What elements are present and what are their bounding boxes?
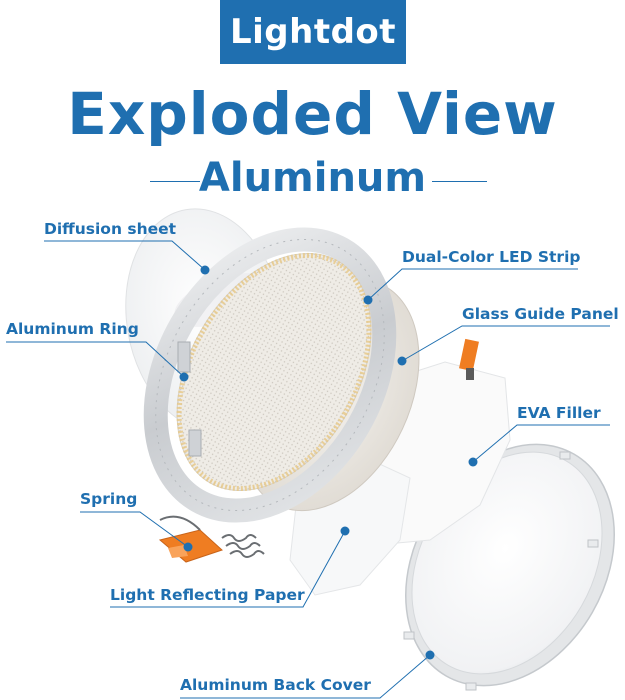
label-eva-filler: EVA Filler xyxy=(517,404,601,422)
subtitle-rule-right xyxy=(432,181,487,182)
dot-aluminum-back-cover xyxy=(425,650,435,660)
leader-diffusion-sheet xyxy=(44,240,206,271)
leader-glass-guide-panel xyxy=(401,325,610,362)
leader-spring xyxy=(80,511,189,548)
leader-aluminum-back-cover xyxy=(180,654,431,699)
label-aluminum-ring: Aluminum Ring xyxy=(6,320,139,338)
label-spring: Spring xyxy=(80,490,138,508)
label-aluminum-back-cover: Aluminum Back Cover xyxy=(180,676,371,694)
leader-eva-filler xyxy=(472,424,610,463)
label-glass-guide-panel: Glass Guide Panel xyxy=(462,305,619,323)
leader-light-reflecting-paper xyxy=(110,530,346,608)
label-diffusion-sheet: Diffusion sheet xyxy=(44,220,177,238)
aluminum-ring-part xyxy=(143,227,397,523)
spring-part xyxy=(158,515,265,563)
brand-name: Lightdot xyxy=(229,12,397,52)
dot-glass-guide-panel xyxy=(397,356,407,366)
dot-spring xyxy=(183,542,193,552)
leader-aluminum-ring xyxy=(6,341,185,378)
callout-lines xyxy=(6,240,610,699)
dot-diffusion-sheet xyxy=(200,265,210,275)
subtitle-rule-left xyxy=(150,181,200,182)
page-subtitle: Aluminum xyxy=(198,155,427,201)
brand-badge: Lightdot xyxy=(220,0,406,64)
dot-eva-filler xyxy=(468,457,478,467)
dot-aluminum-ring xyxy=(179,372,189,382)
label-dual-color-led-strip: Dual-Color LED Strip xyxy=(402,248,581,266)
dot-light-reflecting-paper xyxy=(340,526,350,536)
led-connector-clip xyxy=(459,338,479,380)
leader-dual-color-led-strip xyxy=(367,268,578,301)
dot-dual-color-led-strip xyxy=(363,295,373,305)
page-title: Exploded View xyxy=(67,80,558,148)
label-light-reflecting-paper: Light Reflecting Paper xyxy=(110,586,305,604)
callout-dots xyxy=(179,265,478,660)
